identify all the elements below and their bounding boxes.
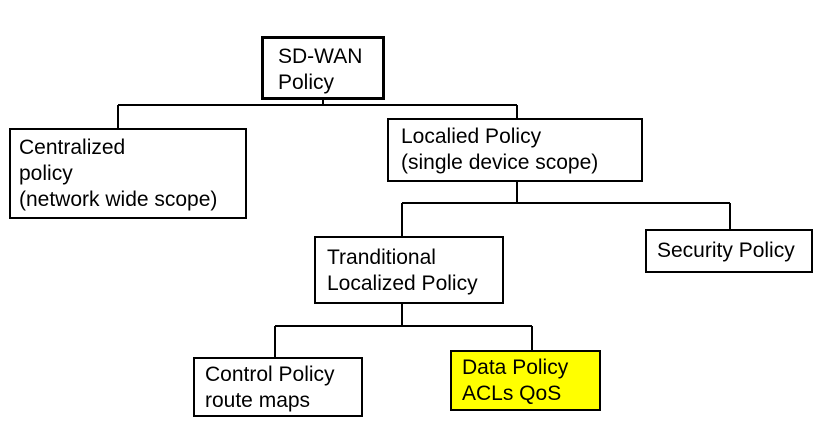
node-label-line: Data Policy bbox=[462, 356, 569, 379]
node-control-policy: Control Policy route maps bbox=[193, 357, 363, 417]
node-label-line: Policy bbox=[278, 71, 335, 94]
node-label-line: policy bbox=[19, 162, 73, 185]
node-label-line: (single device scope) bbox=[401, 151, 599, 174]
node-security-policy: Security Policy bbox=[645, 229, 813, 273]
node-label-line: (network wide scope) bbox=[19, 188, 218, 211]
node-label-line: ACLs QoS bbox=[462, 382, 562, 405]
node-label-line: Centralized bbox=[19, 136, 126, 159]
node-label-line: Localized Policy bbox=[327, 272, 478, 295]
node-data-policy: Data Policy ACLs QoS bbox=[450, 350, 601, 411]
node-sdwan-policy: SD-WAN Policy bbox=[261, 36, 385, 100]
node-label-line: route maps bbox=[205, 389, 311, 412]
node-label-line: SD-WAN bbox=[278, 45, 363, 68]
node-label-line: Tranditional bbox=[327, 246, 436, 269]
node-traditional-localized-policy: Tranditional Localized Policy bbox=[314, 236, 504, 304]
node-label-line: Security Policy bbox=[657, 239, 795, 262]
node-localized-policy: Localied Policy (single device scope) bbox=[387, 118, 643, 182]
node-label-line: Localied Policy bbox=[401, 125, 542, 148]
node-label-line: Control Policy bbox=[205, 363, 335, 386]
node-centralized-policy: Centralized policy (network wide scope) bbox=[9, 128, 247, 219]
